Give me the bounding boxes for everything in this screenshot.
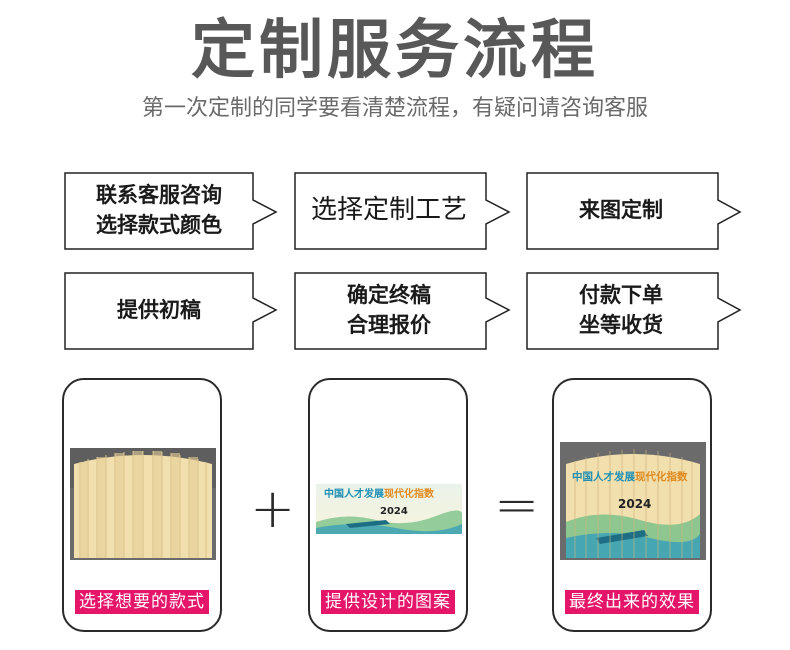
step-pay-and-receive: 付款下单 坐等收货 xyxy=(526,272,742,350)
page-subtitle: 第一次定制的同学要看清楚流程，有疑问请咨询客服 xyxy=(141,96,648,121)
page-title: 定制服务流程 xyxy=(191,14,599,88)
step-label: 付款下单 坐等收货 xyxy=(579,283,663,337)
result-title-part1: 中国人才发展 xyxy=(572,470,635,483)
step-choose-craft: 选择定制工艺 xyxy=(294,172,511,250)
step-final-draft: 确定终稿 合理报价 xyxy=(294,272,511,350)
artwork-title: 中国人才发展现代化指数 xyxy=(324,487,435,500)
card-final-result: 中国人才发展现代化指数 2024 最终出来的效果 xyxy=(552,378,712,632)
card-provide-design: 中国人才发展现代化指数 2024 提供设计的图案 xyxy=(308,378,468,632)
step-arrow-frame xyxy=(64,272,278,350)
design-artwork: 中国人才发展现代化指数 2024 xyxy=(316,484,462,534)
step-label: 联系客服咨询 选择款式颜色 xyxy=(96,183,222,237)
step-label: 确定终稿 合理报价 xyxy=(347,283,431,337)
step-arrow-frame xyxy=(526,272,742,350)
step-arrow-frame xyxy=(526,172,742,250)
step-arrow-frame xyxy=(64,172,278,250)
equals-sign: = xyxy=(494,473,540,536)
step-custom-from-image: 来图定制 xyxy=(526,172,742,250)
step-contact-service: 联系客服咨询 选择款式颜色 xyxy=(64,172,278,250)
result-title: 中国人才发展现代化指数 xyxy=(572,470,688,483)
final-lamp-photo: 中国人才发展现代化指数 2024 xyxy=(560,442,706,560)
result-title-part2: 现代化指数 xyxy=(635,470,688,483)
card-caption: 选择想要的款式 xyxy=(75,590,209,614)
step-label: 提供初稿 xyxy=(117,298,201,322)
card-choose-style: 选择想要的款式 xyxy=(62,378,222,632)
card-caption: 最终出来的效果 xyxy=(565,590,699,614)
artwork-year: 2024 xyxy=(380,506,408,517)
step-label: 来图定制 xyxy=(579,198,663,222)
step-first-draft: 提供初稿 xyxy=(64,272,278,350)
folded-paper-photo xyxy=(70,448,216,560)
card-caption: 提供设计的图案 xyxy=(321,590,455,614)
plus-sign: + xyxy=(250,477,296,540)
step-arrow-frame xyxy=(294,172,511,250)
step-arrow-frame xyxy=(294,272,511,350)
result-year: 2024 xyxy=(618,497,651,511)
artwork-title-part1: 中国人才发展 xyxy=(324,487,384,500)
step-label: 选择定制工艺 xyxy=(310,195,467,225)
artwork-title-part2: 现代化指数 xyxy=(384,487,435,500)
